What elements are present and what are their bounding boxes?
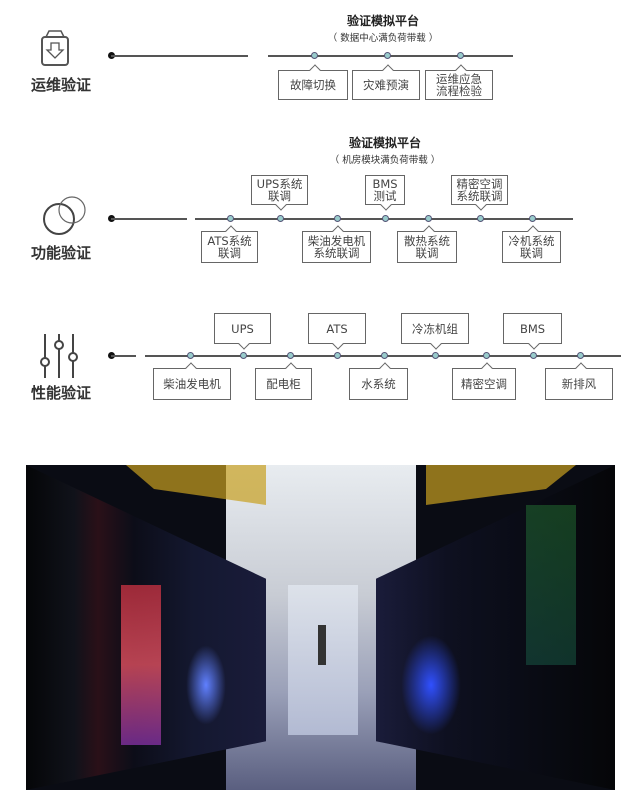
s3-node (286, 352, 294, 359)
item-text: 新排风 (561, 377, 597, 391)
s1-title: 验证模拟平台 (346, 14, 419, 28)
item-text: BMS (372, 177, 398, 191)
item-text: 联调 (520, 246, 543, 260)
item-text: UPS (231, 321, 254, 336)
item-text: 系统联调 (456, 189, 503, 203)
item-text: 联调 (218, 246, 241, 260)
overlapping-circles-icon (43, 196, 86, 235)
s2-node (424, 215, 432, 222)
s3-node (529, 352, 537, 359)
s1-item-emergency: 运维应急流程检验 (425, 64, 493, 100)
s3-item-fresh-air: 新排风 (545, 362, 613, 400)
s3-node (431, 352, 439, 359)
s2-item-crac: 精密空调系统联调 (451, 175, 508, 211)
s1-label: 运维验证 (30, 76, 91, 94)
item-text: 系统联调 (313, 246, 360, 260)
s2-item-generator: 柴油发电机系统联调 (302, 225, 371, 263)
s1-item-failover: 故障切换 (278, 64, 348, 100)
s3-item-switchgear: 配电柜 (255, 362, 312, 400)
item-text: 联调 (268, 189, 291, 203)
s1-node (310, 52, 318, 59)
s1-timeline (268, 55, 513, 57)
s1-node (456, 52, 464, 59)
item-text: 故障切换 (290, 78, 336, 92)
s1-subtitle: （ 数据中心满负荷带载 ） (327, 33, 439, 44)
item-text: 流程检验 (436, 84, 482, 98)
s2-item-ats: ATS系统联调 (201, 225, 258, 263)
s3-item-water-system: 水系统 (349, 362, 408, 400)
item-text: BMS (519, 321, 546, 336)
s2-title: 验证模拟平台 (348, 136, 421, 150)
s3-item-generator: 柴油发电机 (153, 362, 231, 400)
s2-subtitle: （ 机房模块满负荷带载 ） (329, 155, 441, 166)
s3-label: 性能验证 (30, 384, 91, 402)
item-text: ATS (326, 321, 348, 336)
s3-node (380, 352, 388, 359)
item-text: 冷机系统 (508, 234, 555, 248)
download-box-icon (41, 30, 69, 66)
s3-node (576, 352, 584, 359)
sliders-icon (40, 334, 78, 378)
s3-node (239, 352, 247, 359)
item-text: 灾难预演 (363, 78, 409, 92)
s2-node (333, 215, 341, 222)
s3-connector (111, 355, 136, 357)
item-text: 冷冻机组 (412, 321, 458, 336)
item-text: 散热系统 (404, 234, 450, 248)
s3-node (186, 352, 194, 359)
s3-item-crac: 精密空调 (452, 362, 516, 400)
item-text: ATS系统 (207, 234, 252, 248)
s3-node (482, 352, 490, 359)
s2-item-cooling: 散热系统联调 (397, 225, 457, 263)
s3-item-ups: UPS (214, 313, 271, 350)
s1-node (383, 52, 391, 59)
item-text: 测试 (373, 189, 397, 203)
s2-label: 功能验证 (30, 244, 91, 262)
item-text: 柴油发电机 (307, 234, 366, 248)
s1-item-disaster-drill: 灾难预演 (352, 64, 420, 100)
item-text: UPS系统 (256, 177, 303, 191)
s3-item-bms: BMS (503, 313, 562, 350)
item-text: 柴油发电机 (163, 377, 221, 391)
s1-connector (111, 55, 248, 57)
s2-item-ups: UPS系统联调 (251, 175, 308, 211)
s2-node (226, 215, 234, 222)
s2-connector (111, 218, 187, 220)
item-text: 精密空调 (461, 377, 507, 391)
item-text: 联调 (415, 246, 439, 260)
s2-node (528, 215, 536, 222)
item-text: 配电柜 (266, 377, 301, 391)
data-center-photo (26, 465, 615, 790)
s2-node (381, 215, 389, 222)
s2-item-chiller: 冷机系统联调 (502, 225, 561, 263)
s3-node (333, 352, 341, 359)
item-text: 水系统 (361, 377, 396, 391)
s2-node (476, 215, 484, 222)
s3-item-ats: ATS (308, 313, 366, 350)
item-text: 运维应急 (436, 72, 482, 86)
item-text: 精密空调 (456, 177, 503, 191)
s3-item-chiller-unit: 冷冻机组 (401, 313, 469, 350)
s2-node (276, 215, 284, 222)
